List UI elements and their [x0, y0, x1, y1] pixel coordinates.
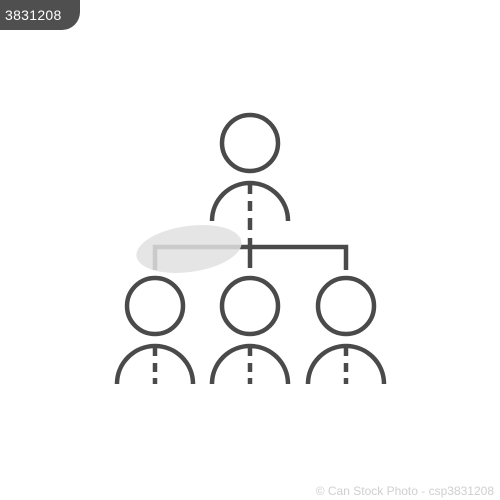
- image-id-badge: 3831208: [0, 0, 80, 30]
- bottom-middle-person-icon: [209, 275, 291, 385]
- bottom-right-person-icon: [305, 275, 387, 385]
- bottom-middle-person-head: [219, 275, 281, 337]
- bottom-right-person-head: [315, 275, 377, 337]
- top-person-icon: [209, 112, 291, 222]
- top-person-shoulders: [209, 180, 291, 222]
- top-person-head: [219, 112, 281, 174]
- bottom-left-person-head: [124, 275, 186, 337]
- footer-watermark: © Can Stock Photo - csp3831208: [315, 484, 494, 498]
- bottom-left-person-icon: [114, 275, 196, 385]
